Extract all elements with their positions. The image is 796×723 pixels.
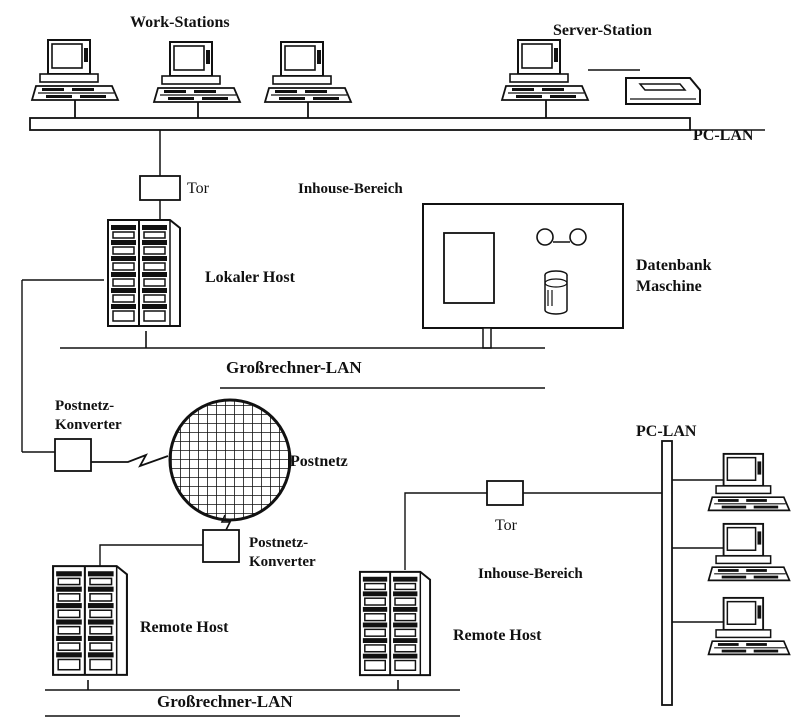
remote-host-right-cabinet <box>360 572 430 675</box>
pc-lan-top-label: PC-LAN <box>693 127 754 144</box>
konverter-bottom-to-host-link <box>100 545 203 568</box>
pc-lan-top-bus <box>30 118 765 130</box>
workstation-1 <box>32 40 118 118</box>
datenbank-label-line2: Maschine <box>636 278 702 295</box>
remote-host-left-label: Remote Host <box>140 619 229 636</box>
postnetz-konverter-bottom-line1: Postnetz- <box>249 535 308 551</box>
remote-host-to-tor-link <box>405 493 487 570</box>
postnetz-cloud <box>170 400 290 520</box>
inhouse-top-label: Inhouse-Bereich <box>298 181 403 197</box>
tor-top-label: Tor <box>187 180 210 197</box>
work-stations-label: Work-Stations <box>130 14 230 31</box>
postnetz-konverter-bottom-box <box>203 530 239 562</box>
remote-host-right-label: Remote Host <box>453 627 542 644</box>
postnetz-konverter-top-line1: Postnetz- <box>55 398 114 414</box>
remote-host-left-cabinet <box>53 566 127 675</box>
workstation-right-1 <box>672 454 789 510</box>
tor-top-box <box>140 176 180 200</box>
datenbank-maschine <box>423 204 623 348</box>
grossrechner-lan-top-label: Großrechner-LAN <box>226 358 362 377</box>
workstation-2 <box>154 42 240 118</box>
server-station <box>502 40 640 118</box>
pc-lan-right-label: PC-LAN <box>636 423 697 440</box>
postnetz-konverter-bottom-line2: Konverter <box>249 554 316 570</box>
tor-bottom-label: Tor <box>495 517 518 534</box>
workstation-right-3 <box>672 598 789 654</box>
printer <box>626 78 700 104</box>
datenbank-label-line1: Datenbank <box>636 257 712 274</box>
konverter-top-to-postnetz-line <box>91 455 168 466</box>
pc-lan-right-bus <box>662 441 672 705</box>
workstation-right-2 <box>672 524 789 580</box>
lokaler-host-label: Lokaler Host <box>205 269 296 286</box>
tor-bottom-box <box>487 481 523 505</box>
inhouse-bottom-label: Inhouse-Bereich <box>478 566 583 582</box>
workstation-3 <box>265 42 351 118</box>
server-station-label: Server-Station <box>553 22 652 39</box>
lokaler-host-cabinet <box>108 220 180 326</box>
postnetz-label: Postnetz <box>290 453 348 470</box>
postnetz-konverter-top-line2: Konverter <box>55 417 122 433</box>
grossrechner-lan-bottom-label: Großrechner-LAN <box>157 692 293 711</box>
postnetz-konverter-top-box <box>55 439 91 471</box>
